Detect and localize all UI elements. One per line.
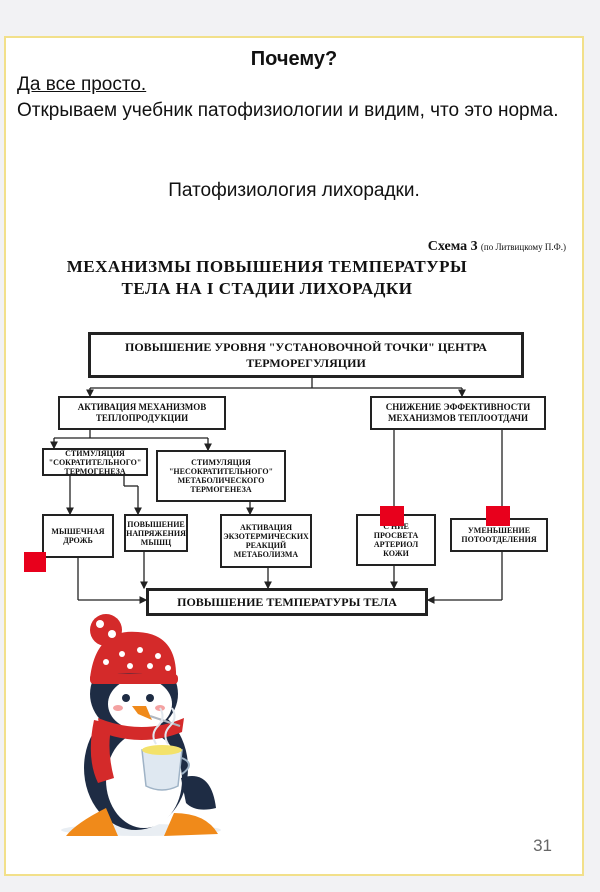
box-muscle-shivering: МЫШЕЧНАЯ ДРОЖЬ <box>42 514 114 558</box>
page-number: 31 <box>533 836 552 855</box>
box-muscle-tension: ПОВЫШЕНИЕ НАПРЯЖЕНИЯ МЫШЦ <box>124 514 188 552</box>
box-setpoint: ПОВЫШЕНИЕ УРОВНЯ "УСТАНОВОЧНОЙ ТОЧКИ" ЦЕ… <box>88 332 524 378</box>
box-shivering-stimulation: СТИМУЛЯЦИЯ "СОКРАТИТЕЛЬНОГО" ТЕРМОГЕНЕЗА <box>42 448 148 476</box>
scheme-label-bold: Схема 3 <box>427 239 478 254</box>
box-body-temperature: ПОВЫШЕНИЕ ТЕМПЕРАТУРЫ ТЕЛА <box>146 588 428 616</box>
red-marker <box>486 506 510 526</box>
scheme-label-author: (по Литвицкому П.Ф.) <box>480 242 566 252</box>
scheme-title-line-1: МЕХАНИЗМЫ ПОВЫШЕНИЯ ТЕМПЕРАТУРЫ <box>66 257 468 276</box>
scheme-title-line-2: ТЕЛА НА I СТАДИИ ЛИХОРАДКИ <box>121 279 413 298</box>
slide-subtitle: Патофизиология лихорадки. <box>168 180 420 201</box>
scheme-title: МЕХАНИЗМЫ ПОВЫШЕНИЯ ТЕМПЕРАТУРЫ ТЕЛА НА … <box>32 256 502 300</box>
scheme-connectors <box>50 378 506 604</box>
lead-text: Да все просто. Открываем учебник патофиз… <box>17 72 572 124</box>
box-heat-loss: СНИЖЕНИЕ ЭФФЕКТИВНОСТИ МЕХАНИЗМОВ ТЕПЛОО… <box>370 396 546 430</box>
lead-line-2: Открываем учебник патофизиологии и видим… <box>17 100 559 121</box>
box-nonshivering-stimulation: СТИМУЛЯЦИЯ "НЕСОКРАТИТЕЛЬНОГО" МЕТАБОЛИЧ… <box>156 450 286 502</box>
red-marker <box>24 552 46 572</box>
scheme-label: Схема 3 (по Литвицкому П.Ф.) <box>428 238 566 255</box>
penguin-illustration <box>61 614 221 836</box>
red-marker <box>380 506 404 526</box>
fever-scheme: Схема 3 (по Литвицкому П.Ф.) МЕХАНИЗМЫ П… <box>14 218 584 620</box>
lead-line-1: Да все просто. <box>17 74 147 95</box>
slide: Почему? Да все просто. Открываем учебник… <box>4 36 584 876</box>
box-exothermic-reactions: АКТИВАЦИЯ ЭКЗОТЕРМИЧЕСКИХ РЕАКЦИЙ МЕТАБО… <box>220 514 312 568</box>
slide-title: Почему? <box>250 48 338 70</box>
box-heat-production: АКТИВАЦИЯ МЕХАНИЗМОВ ТЕПЛОПРОДУКЦИИ <box>58 396 226 430</box>
